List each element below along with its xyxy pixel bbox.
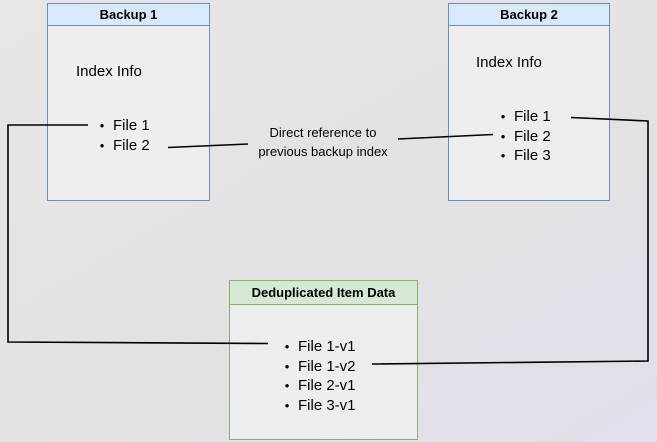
list-item-label: File 1 bbox=[113, 117, 150, 134]
list-item-label: File 1-v2 bbox=[298, 357, 356, 375]
edge-label-line1: Direct reference to bbox=[269, 125, 377, 140]
node-dedup-file-list: • File 1-v1 • File 1-v2 • File 2-v1 • Fi… bbox=[278, 337, 356, 415]
list-item: • File 1-v2 bbox=[278, 357, 356, 377]
bullet-icon: • bbox=[284, 339, 290, 354]
list-item-label: File 2 bbox=[113, 136, 150, 154]
node-backup2-title: Backup 2 bbox=[449, 4, 609, 26]
list-item: • File 1 bbox=[494, 107, 551, 127]
node-backup2-file-list: • File 1 • File 2 • File 3 bbox=[494, 107, 551, 166]
list-item: • File 1-v1 bbox=[278, 337, 356, 357]
node-backup2-index-info-label: Index Info bbox=[476, 54, 542, 71]
list-item: • File 2-v1 bbox=[278, 376, 356, 396]
bullet-icon: • bbox=[500, 128, 506, 144]
list-item: • File 2 bbox=[93, 136, 150, 156]
bullet-icon: • bbox=[284, 397, 290, 413]
bullet-icon: • bbox=[284, 378, 290, 393]
bullet-icon: • bbox=[284, 358, 290, 374]
list-item-label: File 2 bbox=[514, 127, 551, 145]
node-dedup-title: Deduplicated Item Data bbox=[230, 281, 417, 305]
node-dedup: Deduplicated Item Data • File 1-v1 • Fil… bbox=[229, 280, 418, 440]
list-item: • File 1 bbox=[93, 116, 150, 136]
bullet-icon: • bbox=[99, 118, 105, 133]
list-item-label: File 3 bbox=[514, 147, 551, 164]
node-backup1-title: Backup 1 bbox=[48, 4, 209, 26]
node-backup1: Backup 1 Index Info • File 1 • File 2 bbox=[47, 3, 210, 201]
list-item: • File 2 bbox=[494, 127, 551, 147]
bullet-icon: • bbox=[500, 148, 506, 163]
node-backup1-file-list: • File 1 • File 2 bbox=[93, 116, 150, 155]
list-item-label: File 1 bbox=[514, 108, 551, 125]
node-backup2: Backup 2 Index Info • File 1 • File 2 • … bbox=[448, 3, 610, 201]
bullet-icon: • bbox=[500, 109, 506, 124]
bullet-icon: • bbox=[99, 137, 105, 153]
edge-direct-reference-label: Direct reference to previous backup inde… bbox=[213, 123, 433, 161]
list-item: • File 3 bbox=[494, 146, 551, 166]
list-item-label: File 2-v1 bbox=[298, 377, 356, 394]
list-item: • File 3-v1 bbox=[278, 396, 356, 416]
node-backup1-index-info-label: Index Info bbox=[76, 63, 142, 80]
edge-label-line2: previous backup index bbox=[258, 144, 388, 159]
list-item-label: File 1-v1 bbox=[298, 338, 356, 355]
list-item-label: File 3-v1 bbox=[298, 396, 356, 414]
